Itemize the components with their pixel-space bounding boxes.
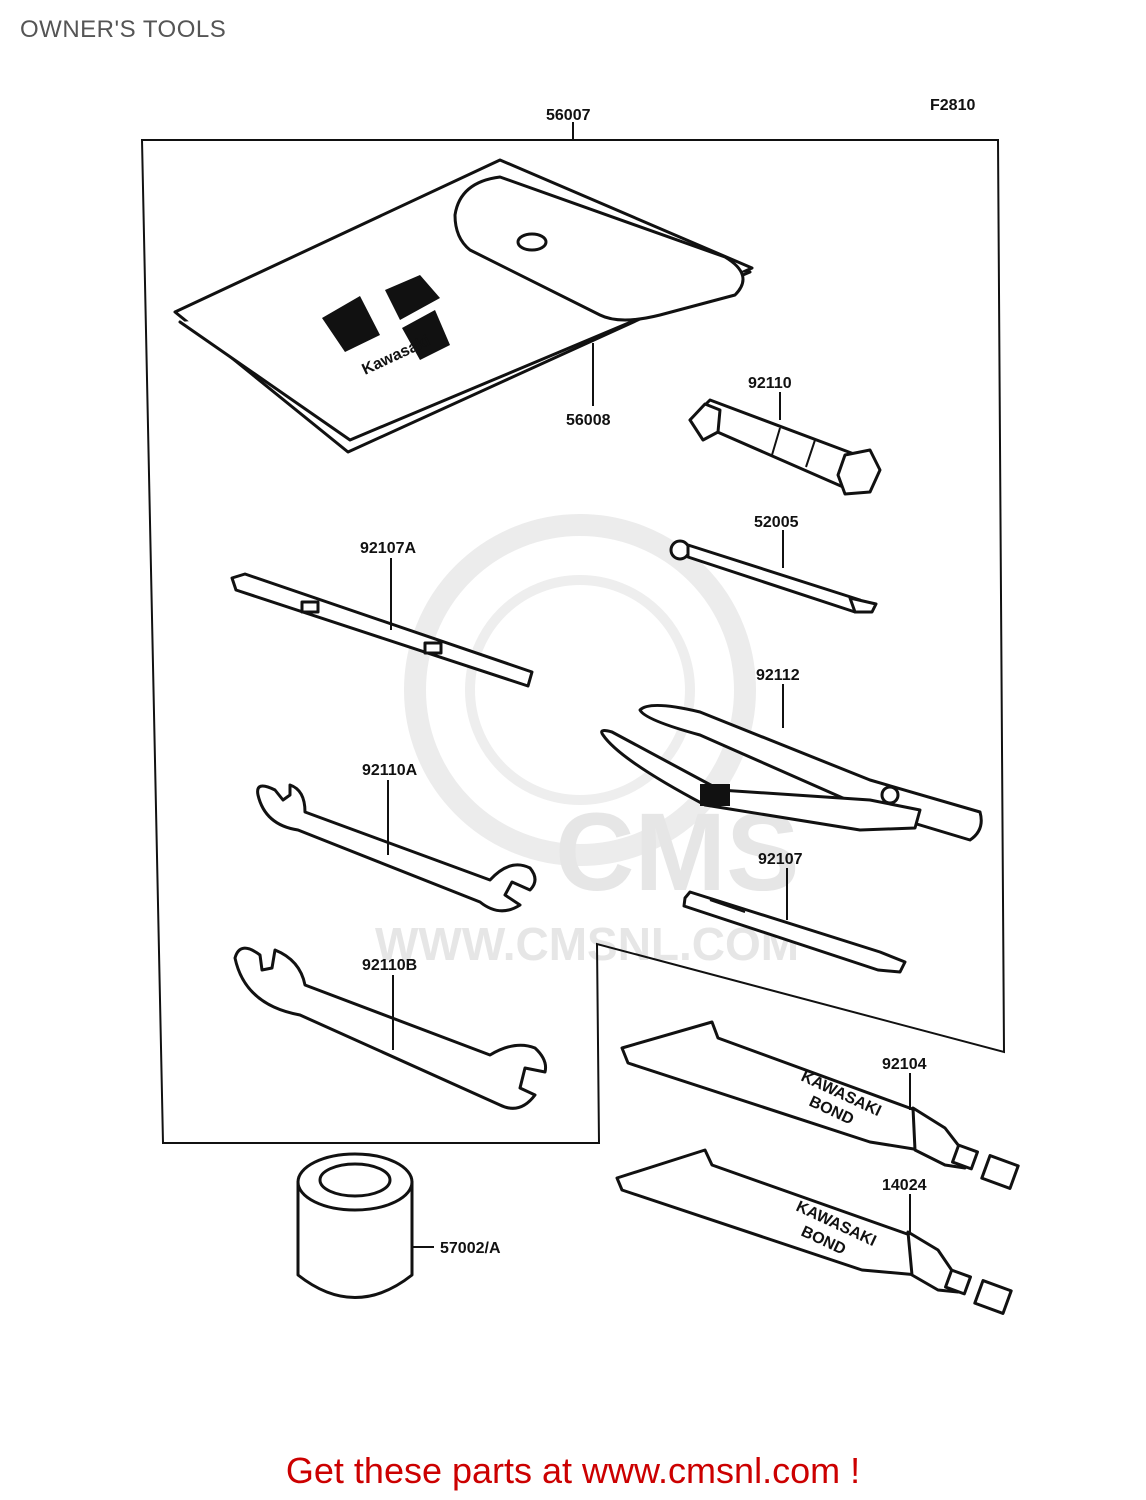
part-label-92107a: 92107A — [360, 540, 416, 557]
pliers — [600, 704, 983, 842]
figure-code: F2810 — [930, 97, 975, 114]
part-label-92110: 92110 — [748, 375, 792, 392]
part-label-92110a: 92110A — [362, 762, 418, 779]
part-label-92104: 92104 — [882, 1056, 927, 1073]
bond-tube-14024: KAWASAKI BOND — [615, 1148, 1013, 1315]
part-label-56007: 56007 — [546, 107, 591, 124]
driver-handle — [669, 539, 878, 614]
watermark-url: WWW.CMSNL.COM — [375, 918, 799, 970]
bond-tube-92104: KAWASAKI BOND — [620, 1020, 1020, 1190]
part-label-92110b: 92110B — [362, 957, 417, 974]
kit-outline — [140, 139, 1006, 1144]
plug-wrench — [688, 398, 882, 496]
tool-bag: Kawasaki — [173, 158, 754, 454]
screwdriver-92107 — [682, 890, 907, 974]
grease-tin — [296, 1152, 414, 1299]
screwdriver-92107a — [230, 572, 534, 688]
part-label-56008: 56008 — [566, 412, 611, 429]
wrench-92110a — [256, 783, 537, 913]
part-label-92107: 92107 — [758, 851, 803, 868]
page-title: OWNER'S TOOLS — [20, 16, 227, 43]
part-label-14024: 14024 — [882, 1177, 927, 1194]
part-label-92112: 92112 — [756, 667, 800, 684]
part-label-52005: 52005 — [754, 514, 799, 531]
wrench-92110b — [233, 946, 547, 1110]
part-label-57002a: 57002/A — [440, 1240, 501, 1257]
watermark: CMS WWW.CMSNL.COM — [375, 514, 799, 970]
parts-diagram: CMS WWW.CMSNL.COM Kawasaki — [140, 97, 1020, 1315]
cmsnl-link[interactable]: Get these parts at www.cmsnl.com ! — [285, 1450, 861, 1491]
